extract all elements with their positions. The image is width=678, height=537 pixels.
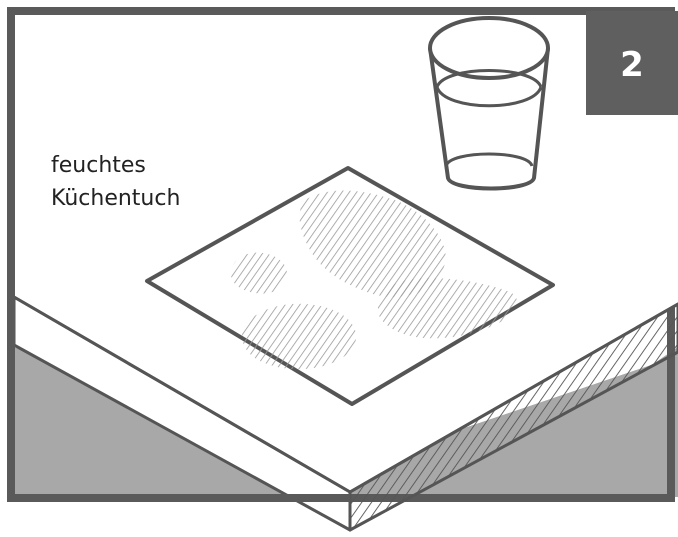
- wet-spot-top: [299, 190, 446, 298]
- water-surface-front: [435, 86, 543, 108]
- water-glass: [428, 16, 550, 191]
- counter-top-edge: [13, 295, 678, 494]
- wet-spot-left: [230, 252, 288, 294]
- wet-spot-right: [378, 278, 518, 339]
- glass-rim: [428, 16, 550, 80]
- step-number: 2: [620, 45, 644, 85]
- towel-label-line2: Küchentuch: [51, 186, 180, 211]
- glass-body: [428, 47, 550, 191]
- wet-spots: [230, 190, 518, 370]
- wet-spot-bottom: [242, 303, 357, 370]
- towel-label-line1: feuchtes: [51, 153, 146, 178]
- towel-label: feuchtes Küchentuch: [51, 153, 180, 211]
- kitchen-towel: [145, 166, 555, 406]
- water-surface-back: [435, 69, 543, 88]
- step-number-box: [586, 11, 678, 115]
- glass-bottom-inner: [444, 152, 534, 167]
